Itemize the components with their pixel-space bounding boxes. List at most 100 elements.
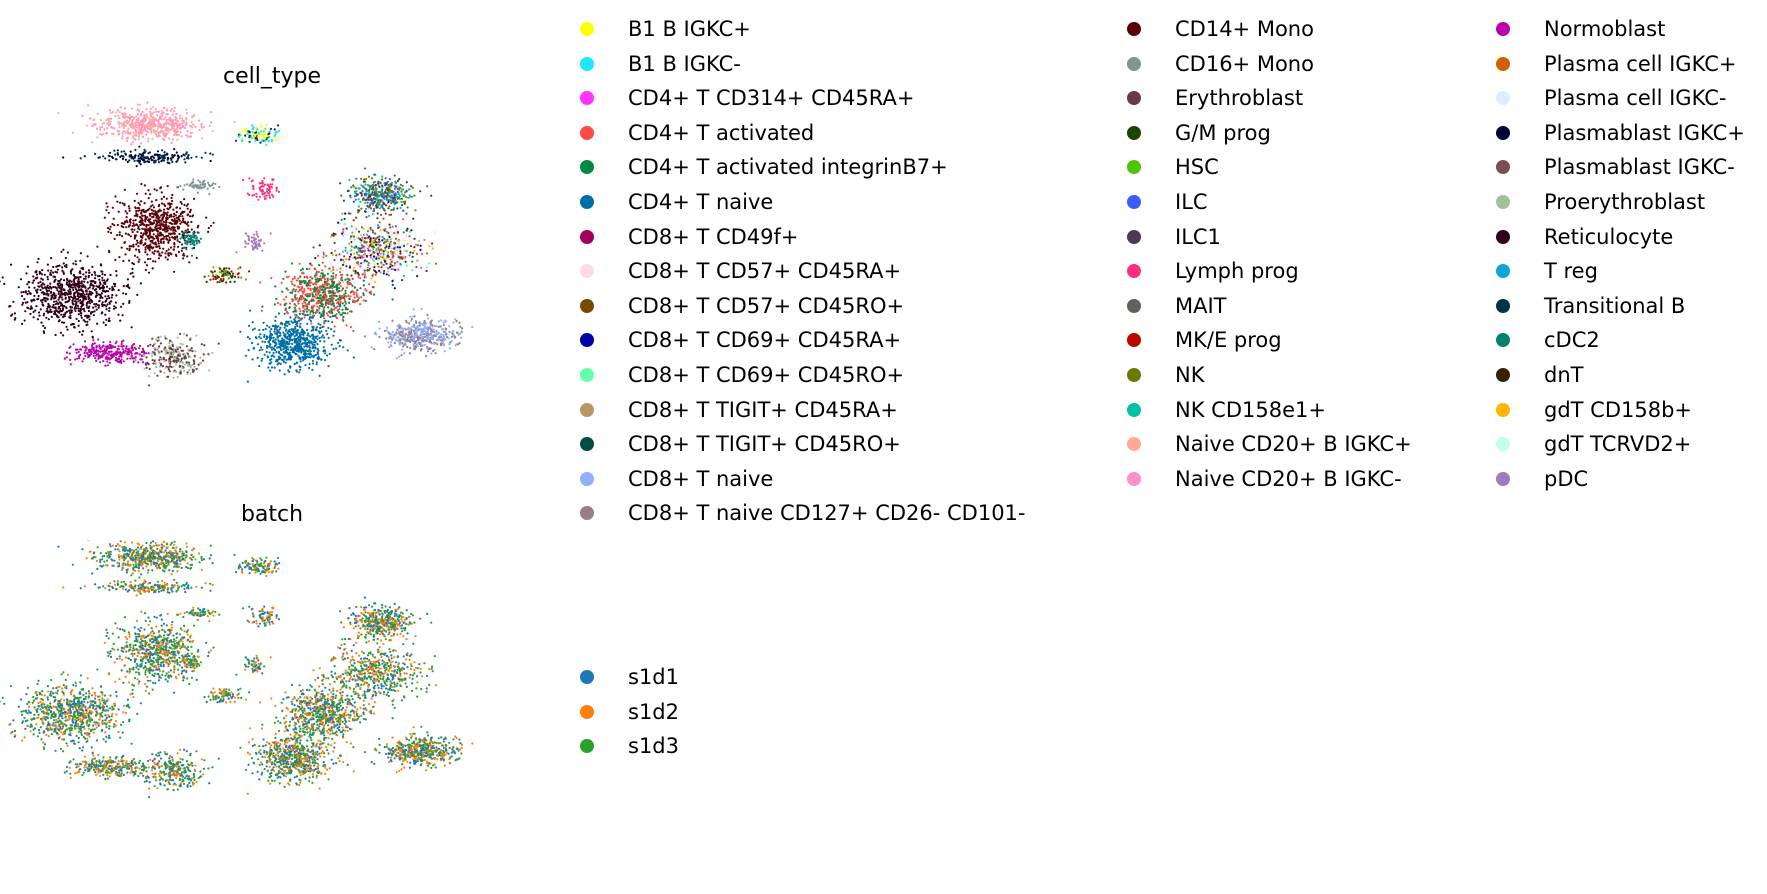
scatter-point [161,111,164,114]
scatter-point [302,353,305,356]
scatter-point [313,286,316,289]
scatter-point [264,133,267,136]
scatter-point [132,219,135,222]
scatter-point [326,277,329,280]
scatter-point [157,205,160,208]
scatter-point [269,190,272,193]
scatter-point [92,339,95,342]
scatter-point [319,323,322,326]
scatter-point [118,231,121,234]
scatter-point [157,257,161,260]
scatter-point [117,313,120,316]
scatter-point [144,230,147,233]
scatter-point [324,291,327,294]
scatter-point [357,198,360,201]
scatter-point [450,335,453,338]
scatter-point [145,108,148,111]
scatter-point [344,312,347,315]
scatter-point [167,241,170,244]
scatter-point [87,309,90,313]
scatter-point [152,111,156,114]
scatter-point [332,292,335,295]
scatter-point [155,225,158,228]
scatter-point [119,319,122,322]
scatter-point [188,261,191,264]
scatter-point [317,270,320,274]
scatter-point [299,275,302,278]
scatter-point [191,247,194,250]
scatter-point [136,113,140,116]
scatter-point [318,336,321,340]
scatter-point [268,196,271,199]
scatter-point [123,123,126,126]
scatter-point [142,361,145,364]
scatter-point [170,157,173,160]
scatter-point [374,180,377,183]
scatter-point [158,125,161,128]
scatter-point [391,298,394,301]
scatter-point [28,281,31,284]
scatter-point [65,292,68,295]
scatter-point [126,247,129,250]
scatter-point [307,332,310,335]
scatter-point [102,350,105,353]
scatter-point [442,323,445,327]
scatter-point [141,234,144,237]
scatter-point [116,234,119,237]
scatter-point [416,337,420,341]
scatter-point [248,337,251,340]
scatter-point [199,362,202,365]
scatter-point [209,159,212,163]
scatter-point [72,323,75,326]
scatter-point [178,364,181,367]
scatter-point [292,288,295,291]
scatter-point [356,289,359,292]
scatter-point [65,300,68,303]
scatter-point [175,346,178,349]
scatter-point [182,257,185,260]
scatter-point [269,330,272,333]
scatter-point [256,247,259,250]
scatter-point [208,124,211,128]
scatter-point [185,134,188,137]
scatter-point [102,341,105,344]
scatter-point [57,320,61,323]
scatter-point [316,338,319,341]
scatter-point [171,236,174,239]
scatter-point [152,130,156,133]
scatter-point [346,280,349,283]
scatter-point [106,346,109,349]
scatter-point [403,337,406,340]
scatter-point [401,348,404,351]
scatter-point [264,137,267,140]
scatter-point [295,369,298,372]
scatter-point [63,279,66,282]
scatter-point [170,202,173,205]
scatter-point [52,306,55,309]
scatter-point [103,122,106,125]
scatter-point [131,271,134,274]
scatter-point [171,193,174,197]
scatter-point [185,121,188,124]
scatter-point [332,334,335,337]
scatter-point [107,154,110,157]
scatter-point [46,275,49,279]
scatter-point [185,152,188,155]
scatter-point [408,322,411,325]
scatter-point [182,119,185,122]
scatter-point [179,114,182,117]
scatter-point [41,278,45,281]
scatter-point [295,297,299,300]
scatter-point [391,319,394,322]
scatter-point [83,293,86,296]
umap-title-cell-type: cell_type [222,64,321,89]
scatter-point [73,291,76,294]
scatter-point [120,154,123,157]
scatter-point [84,298,88,301]
scatter-point [327,300,330,303]
scatter-point [134,122,137,125]
scatter-point [411,325,414,328]
scatter-point [290,280,293,283]
scatter-point [114,301,117,304]
scatter-point [178,117,181,120]
